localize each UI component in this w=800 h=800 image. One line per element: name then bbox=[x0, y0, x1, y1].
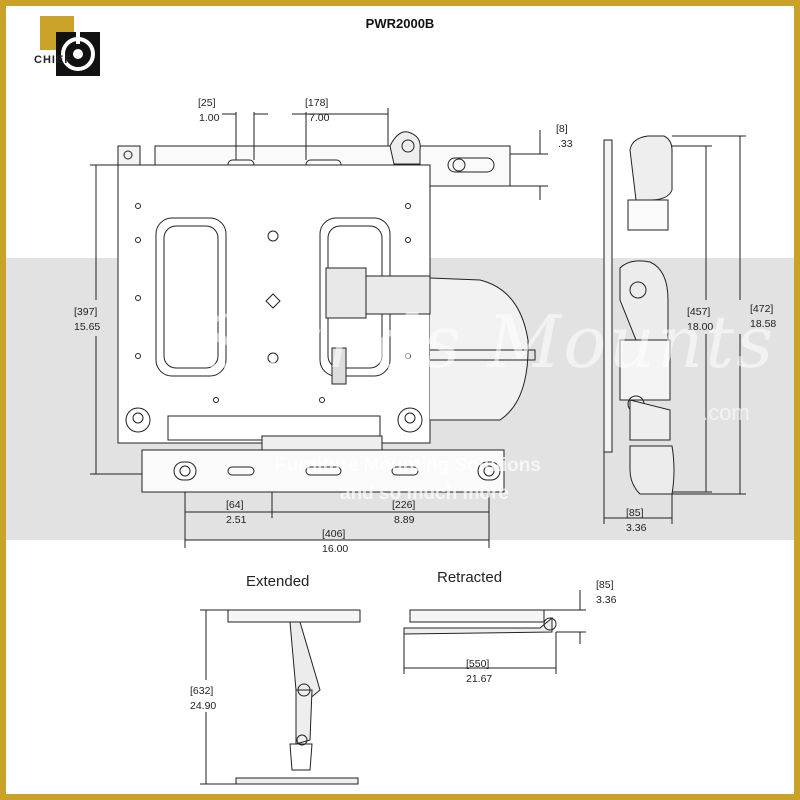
model-title: PWR2000B bbox=[365, 16, 435, 31]
watermark-domain: .com bbox=[702, 400, 750, 425]
watermark-tagline-1: Furniture Mounting Solutions bbox=[275, 455, 541, 476]
retracted-label: Retracted bbox=[437, 569, 502, 586]
dim-457-mm: [457] bbox=[687, 306, 710, 318]
retracted-plate bbox=[409, 609, 545, 623]
chief-logo: CHIEF bbox=[32, 14, 104, 80]
dim-85-in: 3.36 bbox=[626, 522, 647, 534]
dim-550-mm: [550] bbox=[466, 658, 489, 670]
dim-25-mm: [25] bbox=[198, 97, 216, 109]
extended-plate bbox=[227, 609, 361, 623]
dim-64-in: 2.51 bbox=[226, 514, 247, 526]
dim-85-mm: [85] bbox=[626, 507, 644, 519]
dim-85b-mm: [85] bbox=[596, 579, 614, 591]
dim-632-mm: [632] bbox=[190, 685, 213, 697]
retracted-arm bbox=[403, 616, 553, 635]
dim-406-in: 16.00 bbox=[322, 543, 348, 555]
dim-472-in: 18.58 bbox=[750, 318, 776, 330]
dim-397-mm: [397] bbox=[74, 306, 97, 318]
dim-226-mm: [226] bbox=[392, 499, 415, 511]
watermark-tagline-2: and so much more bbox=[340, 483, 509, 504]
dim-178-in: 7.00 bbox=[309, 112, 330, 124]
extended-label: Extended bbox=[246, 573, 309, 590]
dim-64-mm: [64] bbox=[226, 499, 244, 511]
dim-550-in: 21.67 bbox=[466, 673, 492, 685]
watermark-brand: Stands Mounts bbox=[200, 300, 776, 384]
extended-arm-upper bbox=[289, 621, 321, 701]
dim-632-in: 24.90 bbox=[190, 700, 216, 712]
side-wall-plate bbox=[603, 139, 613, 453]
arm-housing bbox=[429, 277, 529, 421]
dim-8-mm: [8] bbox=[556, 123, 568, 135]
dim-406-mm: [406] bbox=[322, 528, 345, 540]
logo-text: CHIEF bbox=[34, 54, 72, 66]
dim-8-in: .33 bbox=[558, 138, 573, 150]
dim-178-mm: [178] bbox=[305, 97, 328, 109]
dim-397-in: 15.65 bbox=[74, 321, 100, 333]
plate-cutout-left bbox=[155, 217, 227, 377]
dim-226-in: 8.89 bbox=[394, 514, 415, 526]
dim-472-mm: [472] bbox=[750, 303, 773, 315]
arm-bracket bbox=[325, 267, 367, 319]
bottom-rail bbox=[141, 449, 505, 493]
dim-25-in: 1.00 bbox=[199, 112, 220, 124]
chief-logo-icon bbox=[40, 16, 100, 76]
extended-wall-plate bbox=[235, 777, 359, 785]
extended-arm-lower bbox=[295, 689, 313, 745]
dim-85b-in: 3.36 bbox=[596, 594, 617, 606]
dim-457-in: 18.00 bbox=[687, 321, 713, 333]
